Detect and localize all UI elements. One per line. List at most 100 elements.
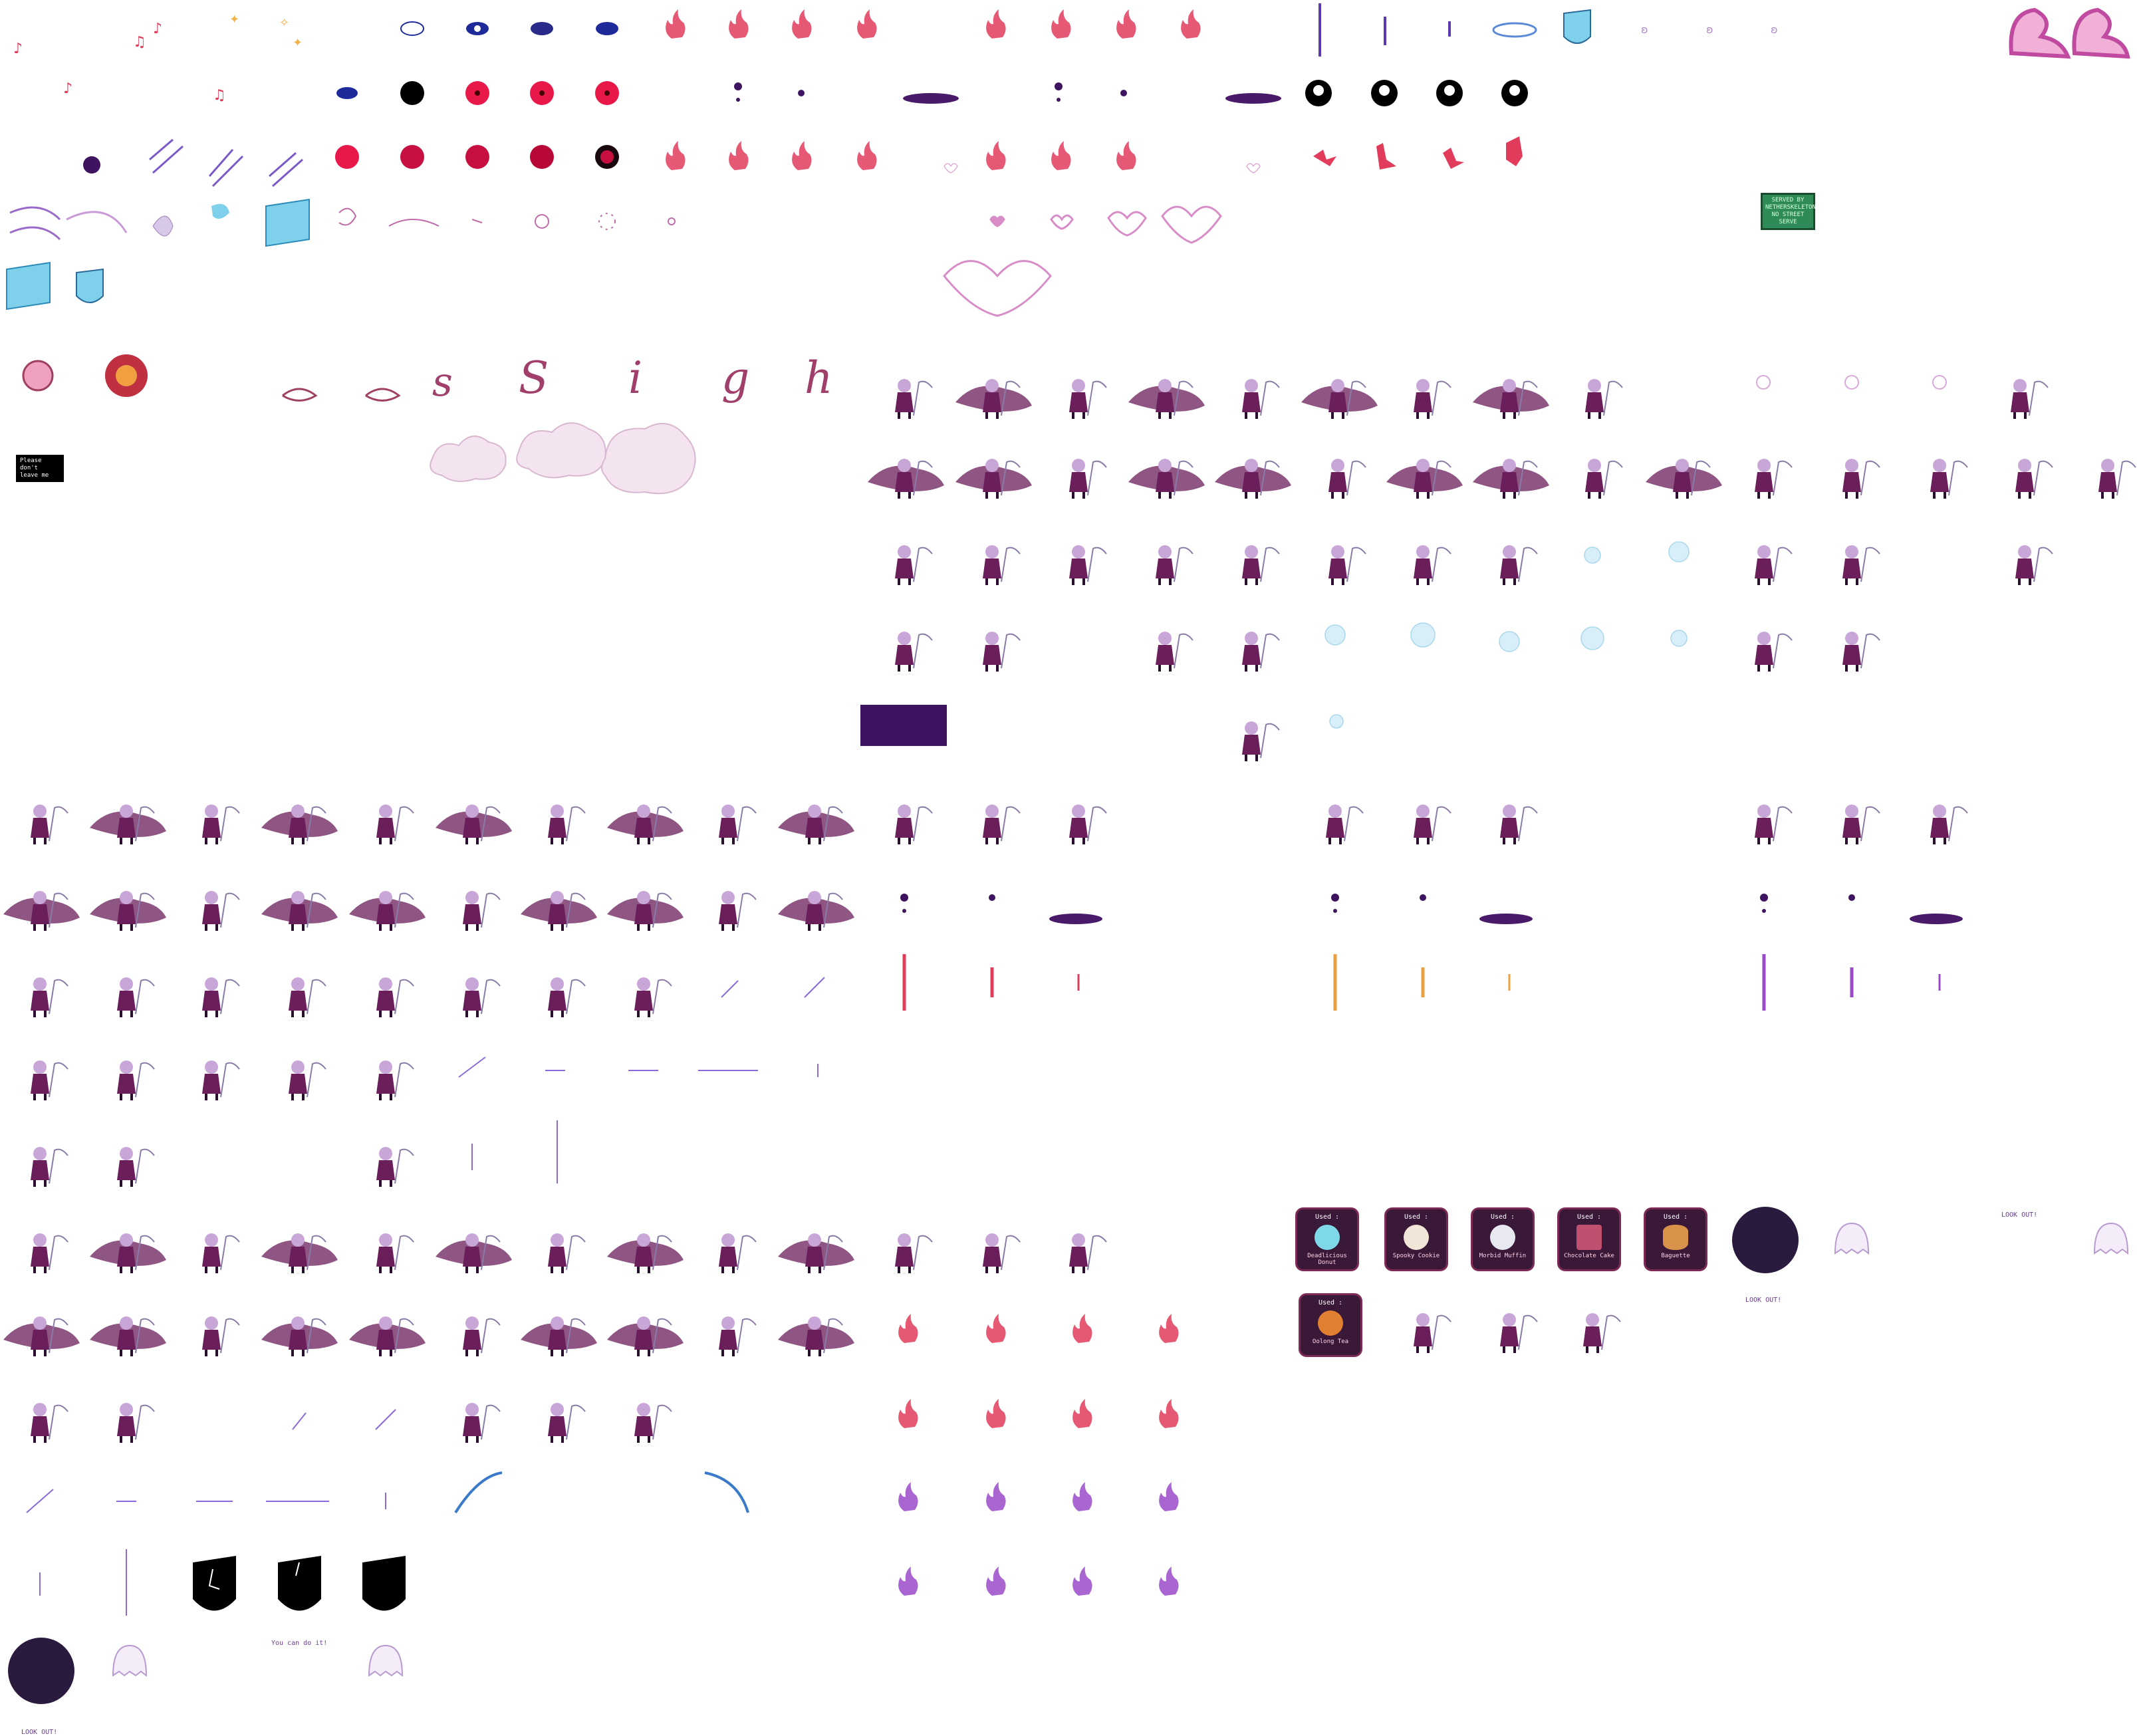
orb-icon (1055, 82, 1063, 90)
reaper-dash-sprite (955, 459, 1032, 499)
fire-icon (1159, 1566, 1179, 1596)
slash-icon (721, 980, 739, 998)
reaper-dash-sprite (778, 805, 854, 844)
baguette-icon (1663, 1225, 1688, 1250)
item-card-chocolate-cake[interactable]: Used : Chocolate Cake (1557, 1207, 1621, 1271)
slash-icon (292, 1412, 307, 1430)
cake-icon (1576, 1225, 1602, 1250)
portal-icon (903, 93, 959, 104)
reaper-sprite (202, 805, 240, 844)
portal-icon (1479, 914, 1533, 924)
splat-icon (1443, 148, 1464, 169)
reaper-sprite (376, 805, 414, 844)
reaper-sprite (1930, 459, 1968, 499)
music-note-icon: ♪ (153, 21, 162, 37)
reaper-sprite (1242, 379, 1280, 419)
reaper-dash-sprite (349, 891, 426, 931)
eye-open-icon (400, 21, 424, 36)
slash-icon (149, 138, 184, 174)
wind-icon (9, 206, 61, 221)
black-shields (193, 1556, 406, 1611)
red-eye-icon (335, 145, 359, 169)
reaper-sprite (31, 1233, 68, 1273)
reaper-sprite (2015, 545, 2053, 585)
reaper-sprite (1755, 459, 1793, 499)
reaper-sprite (376, 1147, 414, 1187)
reaper-sprite (983, 632, 1021, 672)
crab-icon (282, 388, 318, 402)
reaper-sprite (895, 805, 933, 844)
eyes-row (335, 21, 619, 169)
reaper-sprite (202, 891, 240, 931)
donut-icon (1315, 1225, 1340, 1250)
item-card-baguette[interactable]: Used : Baguette (1644, 1207, 1707, 1271)
sparkle-ring-icon (598, 213, 616, 230)
reaper-dash-sprite (436, 1233, 512, 1273)
reaper-sprite (376, 1060, 414, 1100)
reaper-sprite (1069, 805, 1107, 844)
reaper-dash-sprite (607, 1316, 684, 1356)
reaper-sprite (1583, 1313, 1621, 1353)
big-heart-icon (943, 260, 1052, 317)
item-used-label: Used : (1404, 1213, 1429, 1221)
fire-icon (1116, 9, 1136, 39)
small-bunny-row: ʚ ʚ ʚ (1641, 23, 1778, 36)
reaper-dash-sprite (3, 891, 80, 931)
slash-icon (375, 1409, 396, 1430)
blade-beams-top (1319, 3, 1451, 57)
reaper-sprite (117, 1147, 155, 1187)
reaper-sprite (202, 1060, 240, 1100)
smoke-swirl-icon (66, 211, 128, 233)
black-shield-icon (362, 1556, 406, 1611)
reaper-dash-sprite (607, 891, 684, 931)
reaper-sprite (548, 977, 586, 1017)
reaper-sprite (895, 379, 933, 419)
flexed-arm-icon (2009, 7, 2071, 59)
item-card-spooky-cookie[interactable]: Used : Spooky Cookie (1384, 1207, 1448, 1271)
item-name: Chocolate Cake (1564, 1253, 1614, 1259)
item-name: Oolong Tea (1312, 1338, 1349, 1345)
heart-icon (1050, 214, 1074, 230)
reaper-dash-sprite (778, 1316, 854, 1356)
ghosts (112, 1222, 2129, 1677)
black-orb-icon (400, 81, 424, 105)
reaper-sprite (31, 1403, 68, 1443)
look-out-label: LOOK OUT! (1745, 1297, 1782, 1304)
reaper-sprite (895, 1233, 933, 1273)
reaper-sprite (895, 632, 933, 672)
reaper-sprite (1242, 721, 1280, 761)
item-used-label: Used : (1663, 1213, 1688, 1221)
splat-icon (1506, 136, 1523, 166)
fire-icon (857, 141, 877, 170)
reaper-dash-sprite (1301, 379, 1378, 419)
item-card-deadlicious-donut[interactable]: Used : Deadlicious Donut (1295, 1207, 1359, 1271)
reaper-dash-sprite (261, 891, 338, 931)
reaper-sprite (289, 977, 326, 1017)
reaper-sprite (463, 891, 501, 931)
item-card-oolong-tea[interactable]: Used : Oolong Tea (1299, 1293, 1362, 1357)
look-out-label: LOOK OUT! (2001, 1211, 2038, 1219)
reaper-sprite (202, 1316, 240, 1356)
fire-icon (898, 1482, 918, 1511)
fire-icon (1072, 1314, 1092, 1343)
eye-icon (336, 87, 358, 99)
item-used-label: Used : (1318, 1299, 1343, 1306)
fire-icon (1181, 9, 1201, 39)
item-name: Baguette (1661, 1253, 1690, 1259)
reaper-sprite (1328, 459, 1366, 499)
fire-icon (898, 1566, 918, 1596)
dark-circle-icon (1732, 1207, 1799, 1273)
item-card-morbid-muffin[interactable]: Used : Morbid Muffin (1471, 1207, 1535, 1271)
reaper-sprite (1755, 545, 1793, 585)
black-shield-icon (193, 1556, 236, 1611)
you-can-do-it-label: You can do it! (271, 1640, 328, 1647)
reaper-sprite (117, 1403, 155, 1443)
reaper-sprite (1414, 545, 1451, 585)
orb-icon (734, 82, 742, 90)
fire-icon (792, 141, 812, 170)
speech-dots (1756, 375, 1947, 390)
fire-icon (1159, 1399, 1179, 1428)
sigh-letter: s (432, 359, 453, 406)
item-used-label: Used : (1576, 1213, 1602, 1221)
